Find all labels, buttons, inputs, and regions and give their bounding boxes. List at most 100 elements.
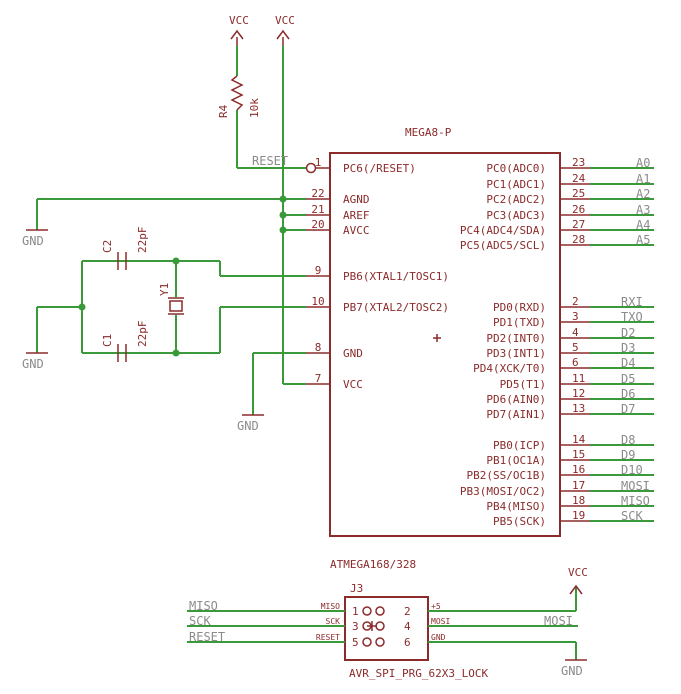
pin-number: 1 xyxy=(352,605,359,618)
y1-name: Y1 xyxy=(158,283,171,296)
net-label: D2 xyxy=(621,326,635,340)
pin-name: PD1(TXD) xyxy=(493,316,546,329)
pin-number: 5 xyxy=(572,341,579,354)
vcc-symbol-mcu: VCC xyxy=(275,14,295,46)
j3-name: J3 xyxy=(350,582,363,595)
gnd-label: GND xyxy=(237,419,259,433)
pin-name: PC1(ADC1) xyxy=(486,178,546,191)
gnd-symbol: GND xyxy=(22,229,48,248)
pin-number: 2 xyxy=(404,605,411,618)
net-label: D9 xyxy=(621,448,635,462)
pin-number: 9 xyxy=(315,264,322,277)
pin-name: PC3(ADC3) xyxy=(486,209,546,222)
pin-label: GND xyxy=(431,633,446,642)
isp-header-j3: J3 AVR_SPI_PRG_62X3_LOCK 1MISOMISO3SCKSC… xyxy=(187,582,578,680)
capacitor-c2: C2 22pF xyxy=(101,227,149,270)
pin-number: 12 xyxy=(572,387,585,400)
net-label: RESET xyxy=(189,630,225,644)
header-pin: 2+5 xyxy=(375,602,441,618)
net-label: D6 xyxy=(621,387,635,401)
net-label: SCK xyxy=(189,614,211,628)
pin-name: PC2(ADC2) xyxy=(486,193,546,206)
net-label: A1 xyxy=(636,172,650,186)
pin-name: PB6(XTAL1/TOSC1) xyxy=(343,270,449,283)
capacitor-c1: C1 22pF xyxy=(101,321,149,362)
pin-name: PD4(XCK/T0) xyxy=(473,362,546,375)
net-label: RXI xyxy=(621,295,643,309)
pin-number: 14 xyxy=(572,433,586,446)
pin-number: 15 xyxy=(572,448,585,461)
net-label: D10 xyxy=(621,463,643,477)
pin-number: 3 xyxy=(352,620,359,633)
pin-number: 25 xyxy=(572,187,585,200)
vcc-symbol-header: VCC xyxy=(568,566,588,595)
junction-dot xyxy=(78,303,86,311)
r4-name: R4 xyxy=(217,104,230,118)
pin-number: 19 xyxy=(572,509,585,522)
crystal-y1: Y1 xyxy=(158,283,184,327)
pin-number: 13 xyxy=(572,402,585,415)
gnd-symbol: GND xyxy=(237,414,264,433)
pin-number: 22 xyxy=(311,187,324,200)
gnd-symbol: GND xyxy=(22,352,48,371)
pin-name: PC4(ADC4/SDA) xyxy=(460,224,546,237)
pin-number: 4 xyxy=(572,326,579,339)
vcc-label: VCC xyxy=(229,14,249,27)
mcu-pin: 22 AGND xyxy=(306,187,370,206)
net-label: D5 xyxy=(621,372,635,386)
mcu-pin: 9 PB6(XTAL1/TOSC1) xyxy=(306,264,449,283)
pin-name: PD6(AIN0) xyxy=(486,393,546,406)
mcu-subtitle: ATMEGA168/328 xyxy=(330,558,416,571)
pin-label: MOSI xyxy=(431,617,450,626)
net-label: MOSI xyxy=(621,479,650,493)
pin-name: PC6(/RESET) xyxy=(343,162,416,175)
pin-name: PB5(SCK) xyxy=(493,515,546,528)
pin-label: RESET xyxy=(316,633,340,642)
pin-number: 17 xyxy=(572,479,585,492)
pin-name: AGND xyxy=(343,193,370,206)
pin-name: PD7(AIN1) xyxy=(486,408,546,421)
pin-name: PB2(SS/OC1B) xyxy=(467,469,546,482)
mcu-pin: 12 PD6(AIN0) D6 xyxy=(486,387,654,406)
pin-number: 11 xyxy=(572,372,585,385)
net-label: D3 xyxy=(621,341,635,355)
pin-name: AVCC xyxy=(343,224,370,237)
junction-dot xyxy=(172,257,180,265)
pin-number: 24 xyxy=(572,172,586,185)
pin-label: SCK xyxy=(326,617,341,626)
net-label: A0 xyxy=(636,156,650,170)
reset-bubble xyxy=(305,162,317,174)
gnd-label: GND xyxy=(22,357,44,371)
junction-dot xyxy=(172,349,180,357)
net-label: TXO xyxy=(621,310,643,324)
c2-name: C2 xyxy=(101,240,114,253)
pin-name: PB4(MISO) xyxy=(486,500,546,513)
pin-name: PC0(ADC0) xyxy=(486,162,546,175)
c2-value: 22pF xyxy=(136,227,149,254)
pin-name: PB3(MOSI/OC2) xyxy=(460,485,546,498)
net-label: A4 xyxy=(636,218,650,232)
